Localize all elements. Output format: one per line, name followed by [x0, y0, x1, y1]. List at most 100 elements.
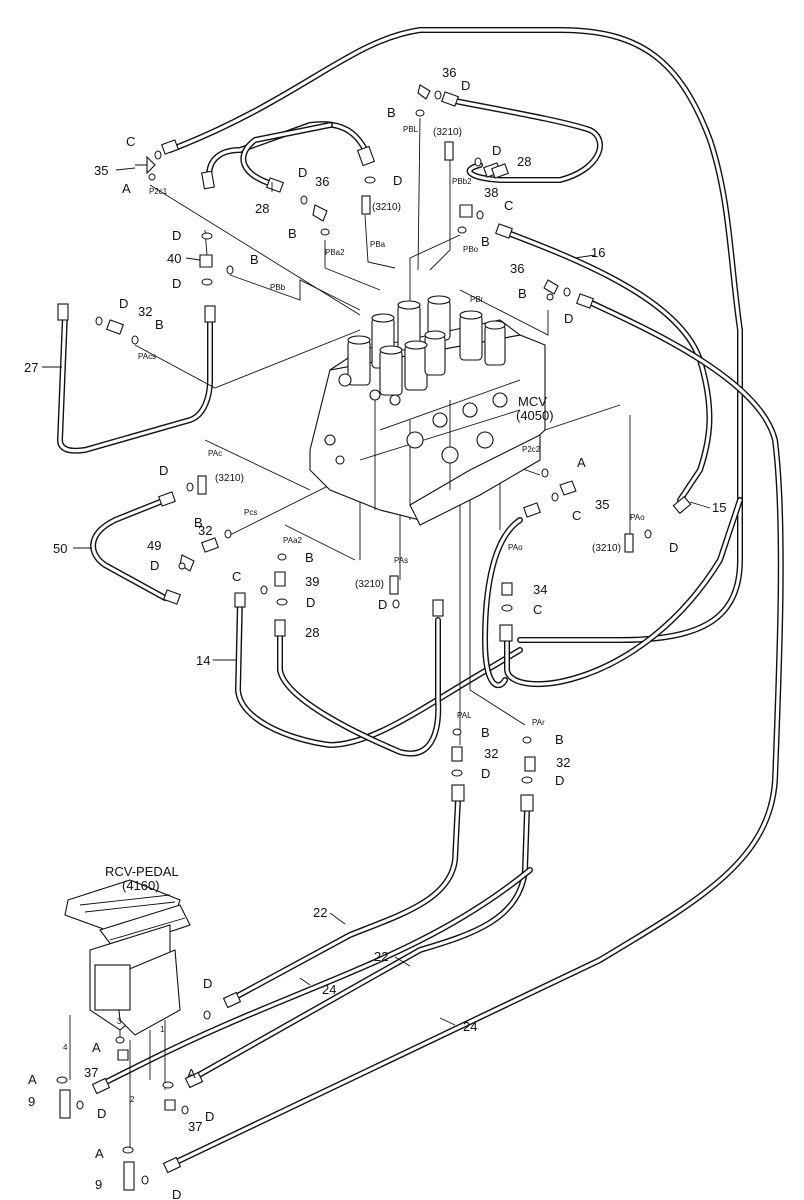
connector-fitting [106, 163, 536, 772]
letter-callout: B [387, 105, 396, 120]
mcv-valve-block [309, 295, 546, 526]
letter-callout: B [288, 226, 297, 241]
port-label: PAa2 [283, 536, 303, 545]
port-label: PAL [457, 711, 472, 720]
letter-callout: B [481, 234, 490, 249]
letter-callout: D [159, 463, 168, 478]
letter-callout: B [481, 725, 490, 740]
part-number: 36 [315, 174, 329, 189]
o-rings [56, 90, 652, 1185]
letter-callout: D [97, 1106, 106, 1121]
letter-callout: D [203, 976, 212, 991]
port-label: PAo [508, 543, 523, 552]
hose-27 [57, 312, 213, 454]
label-ticks [42, 167, 711, 1026]
mcv-code: (4050) [516, 408, 554, 423]
part-number: 9 [95, 1177, 102, 1192]
part-number: 22 [313, 905, 327, 920]
port-label: PBa2 [325, 248, 345, 257]
part-number: 22 [374, 949, 388, 964]
port-label: Pcs [244, 508, 257, 517]
part-number: 32 [484, 746, 498, 761]
part-number: 16 [591, 245, 605, 260]
mcv-name: MCV [518, 394, 547, 409]
letter-callout: D [172, 1187, 181, 1200]
part-number: 37 [188, 1119, 202, 1134]
port-label: PBb [270, 283, 286, 292]
port-label: PAcs [138, 352, 156, 361]
elbow-fitting [117, 84, 577, 1111]
hose-group [57, 27, 784, 1168]
port-label: PBL [403, 125, 419, 134]
letter-callout: C [533, 602, 542, 617]
letter-callout: C [126, 134, 135, 149]
part-number: 37 [84, 1065, 98, 1080]
tee-fitting [59, 141, 634, 1191]
tee-reference: (3210) [592, 543, 621, 554]
letter-callout: D [172, 228, 181, 243]
part-number: 34 [533, 582, 547, 597]
hose-24-a [187, 807, 530, 1083]
port-label: PBa [370, 240, 386, 249]
part-number: 27 [24, 360, 38, 375]
letter-callout: A [95, 1146, 104, 1161]
part-number: 28 [255, 201, 269, 216]
rcv-pedal [64, 879, 191, 1036]
part-number: 15 [712, 500, 726, 515]
letter-callout: D [461, 78, 470, 93]
port-label: P2c1 [149, 187, 168, 196]
letter-callout: D [119, 296, 128, 311]
part-number: 32 [138, 304, 152, 319]
pedal-port: 1 [160, 1025, 165, 1034]
hose-end-fitting [57, 91, 692, 1174]
part-number: 40 [167, 251, 181, 266]
port-label: PAo [630, 513, 645, 522]
letter-callout: C [572, 508, 581, 523]
letter-callout: D [378, 597, 387, 612]
letter-callout: A [28, 1072, 37, 1087]
pedal-port: 3 [117, 1017, 122, 1026]
port-label: PBb2 [452, 177, 472, 186]
letter-callout: B [194, 515, 203, 530]
part-number: 14 [196, 653, 210, 668]
part-number: 35 [94, 163, 108, 178]
tee-reference: (3210) [372, 202, 401, 213]
letter-callout: D [298, 165, 307, 180]
fittings [57, 84, 692, 1191]
letter-callout: D [205, 1109, 214, 1124]
letter-callout: D [492, 143, 501, 158]
part-number: 32 [198, 523, 212, 538]
tee-reference: (3210) [215, 473, 244, 484]
pedal-code: (4160) [122, 878, 160, 893]
part-number: 9 [28, 1094, 35, 1109]
part-number: 24 [463, 1019, 477, 1034]
letter-callout: C [232, 569, 241, 584]
letter-callout: A [187, 1066, 196, 1081]
part-number: 36 [510, 261, 524, 276]
letter-callout: B [518, 286, 527, 301]
text-labels: MCV (4050) RCV-PEDAL (4160) 36 35 28 36 … [24, 65, 726, 1200]
port-label: P2c2 [522, 445, 541, 454]
part-number: 49 [147, 538, 161, 553]
letter-callout: A [122, 181, 131, 196]
leader-lines [69, 117, 631, 1150]
pedal-port: 2 [130, 1095, 135, 1104]
part-number: 36 [442, 65, 456, 80]
letter-callout: D [669, 540, 678, 555]
letter-callout: A [577, 455, 586, 470]
letter-callout: A [92, 1040, 101, 1055]
letter-callout: D [172, 276, 181, 291]
part-number: 50 [53, 541, 67, 556]
tee-reference: (3210) [433, 127, 462, 138]
part-number: 38 [484, 185, 498, 200]
letter-callout: D [555, 773, 564, 788]
port-label: PBo [463, 245, 479, 254]
letter-callout: D [150, 558, 159, 573]
letter-callout: B [250, 252, 259, 267]
hose-22-a [227, 797, 461, 1003]
part-number: 35 [595, 497, 609, 512]
part-number: 28 [517, 154, 531, 169]
letter-callout: B [155, 317, 164, 332]
port-label: PBr [470, 295, 484, 304]
